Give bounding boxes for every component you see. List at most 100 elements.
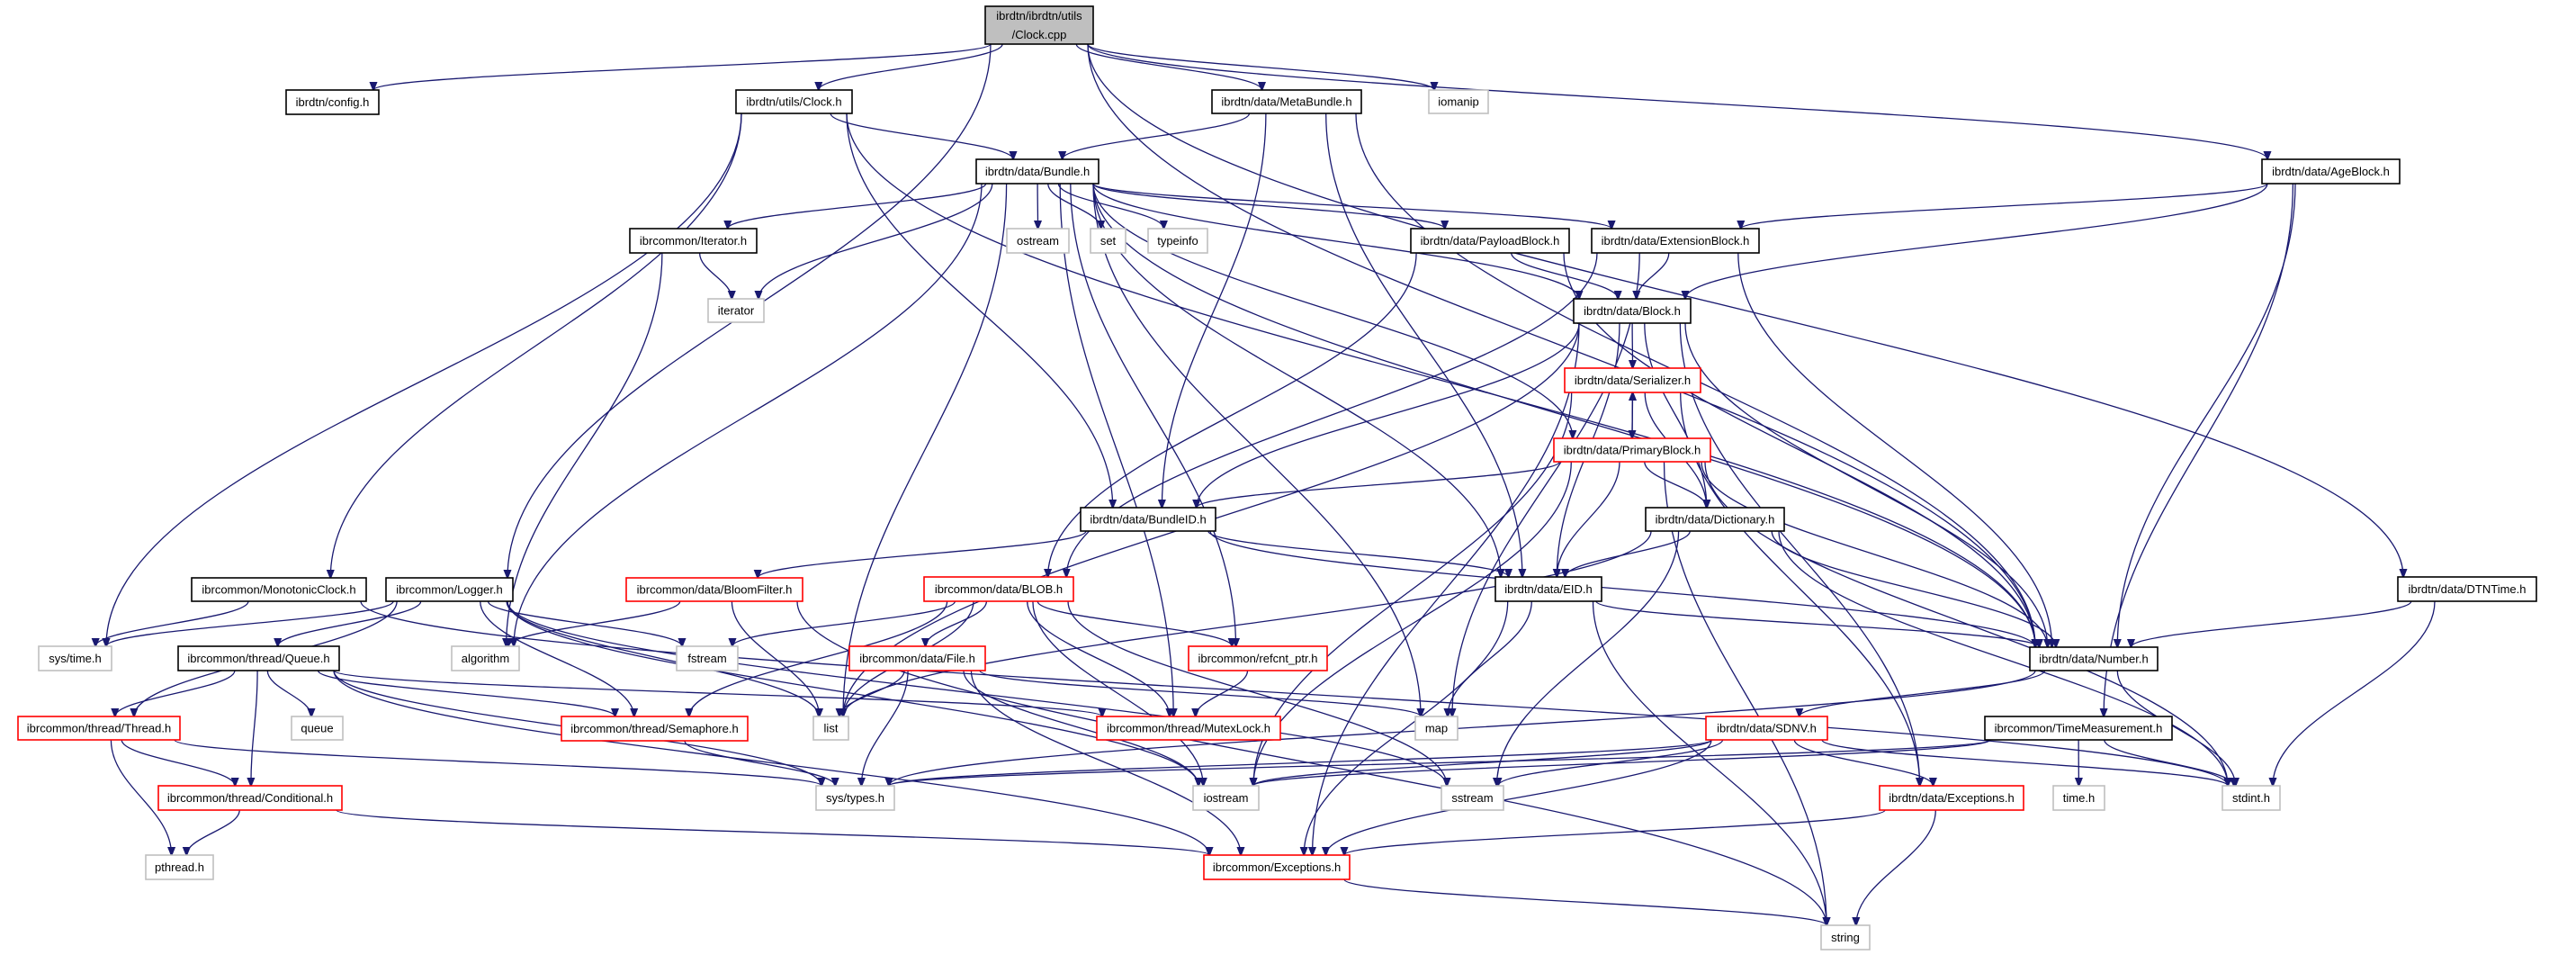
- edge-bundle_h-to-mutexlock_h: [1059, 183, 1173, 716]
- edge-blob_h-to-iostream: [1032, 600, 1203, 786]
- node-box: [1705, 716, 1828, 741]
- node-queue-h[interactable]: ibrcommon/thread/Queue.h: [177, 645, 340, 671]
- edge-clock_cpp-to-clock_h: [819, 43, 1003, 90]
- edge-number_h-to-systypes_h: [889, 670, 2036, 786]
- edge-thread_h-to-conditional_h: [121, 739, 235, 786]
- node-box: [1820, 924, 1871, 950]
- edge-conditional_h-to-common_exceptions_h: [336, 809, 1209, 855]
- node-monotonicclock-h[interactable]: ibrcommon/MonotonicClock.h: [191, 577, 367, 602]
- node-label: ibrdtn/data/MetaBundle.h: [1221, 95, 1351, 109]
- node-label: ibrcommon/Exceptions.h: [1213, 860, 1341, 874]
- node-sdnv-h[interactable]: ibrdtn/data/SDNV.h: [1705, 716, 1828, 741]
- node-label: ibrdtn/data/Number.h: [2039, 653, 2148, 666]
- node-dictionary-h[interactable]: ibrdtn/data/Dictionary.h: [1645, 507, 1785, 532]
- node-map: map: [1414, 716, 1459, 741]
- node-extensionblock-h[interactable]: ibrdtn/data/ExtensionBlock.h: [1591, 228, 1760, 254]
- edge-clock_cpp-to-iomanip: [1087, 43, 1434, 90]
- edge-bundle_h-to-refcnt_ptr_h: [1070, 183, 1236, 646]
- edge-eid_h-to-string: [1592, 600, 1827, 925]
- node-primaryblock-h[interactable]: ibrdtn/data/PrimaryBlock.h: [1553, 437, 1711, 463]
- node-number-h[interactable]: ibrdtn/data/Number.h: [2029, 646, 2159, 671]
- node-clock-cpp[interactable]: ibrdtn/ibrdtn/utils/Clock.cpp: [984, 5, 1094, 45]
- node-iterator-h[interactable]: ibrcommon/Iterator.h: [629, 228, 758, 254]
- node-box: [629, 228, 758, 254]
- node-label: ibrcommon/data/BloomFilter.h: [637, 583, 793, 597]
- edge-primaryblock_h-to-iostream: [1253, 461, 1572, 786]
- node-label: ibrcommon/thread/Conditional.h: [167, 791, 333, 805]
- node-label: ibrdtn/config.h: [296, 95, 370, 109]
- node-box: [191, 577, 367, 602]
- node-config-h[interactable]: ibrdtn/config.h: [285, 89, 380, 115]
- edge-bundle_h-to-number_h: [1092, 183, 2035, 647]
- edge-block_h-to-dictionary_h: [1644, 322, 1707, 508]
- edge-extensionblock_h-to-block_h: [1637, 252, 1670, 299]
- node-conditional-h[interactable]: ibrcommon/thread/Conditional.h: [157, 785, 343, 811]
- node-box: [1006, 228, 1070, 254]
- edge-extensionblock_h-to-map: [1452, 252, 1640, 716]
- node-block-h[interactable]: ibrdtn/data/Block.h: [1573, 298, 1692, 324]
- edge-sdnv_h-to-iostream: [1253, 739, 1712, 786]
- edge-primaryblock_h-to-bundleid_h: [1197, 461, 1560, 508]
- edge-eid_h-to-common_exceptions_h: [1304, 600, 1509, 855]
- edge-timemeasurement_h-to-iostream: [1253, 739, 1991, 786]
- edge-number_h-to-sdnv_h: [1800, 670, 2046, 716]
- node-box: [1591, 228, 1760, 254]
- node-logger-h[interactable]: ibrcommon/Logger.h: [385, 577, 514, 602]
- node-semaphore-h[interactable]: ibrcommon/thread/Semaphore.h: [561, 716, 749, 742]
- node-algorithm: algorithm: [451, 645, 520, 671]
- node-common-exceptions-h[interactable]: ibrcommon/Exceptions.h: [1203, 854, 1351, 880]
- edge-queue_h-to-conditional_h: [251, 670, 258, 786]
- node-metabundle-h[interactable]: ibrdtn/data/MetaBundle.h: [1211, 89, 1362, 114]
- node-serializer-h[interactable]: ibrdtn/data/Serializer.h: [1564, 367, 1701, 393]
- node-blob-h[interactable]: ibrcommon/data/BLOB.h: [923, 576, 1074, 602]
- edge-logger_h-to-list: [506, 600, 819, 716]
- node-box: [38, 645, 112, 671]
- edge-conditional_h-to-pthread_h: [186, 809, 240, 855]
- edge-ageblock_h-to-block_h: [1685, 183, 2268, 299]
- edge-timemeasurement_h-to-systypes_h: [889, 739, 1991, 786]
- node-string: string: [1820, 924, 1871, 950]
- node-bloomfilter-h[interactable]: ibrcommon/data/BloomFilter.h: [625, 577, 803, 602]
- node-bundle-h[interactable]: ibrdtn/data/Bundle.h: [975, 158, 1100, 185]
- node-label: fstream: [687, 652, 726, 665]
- edge-file_h-to-list: [839, 670, 905, 716]
- node-box: [1188, 645, 1328, 671]
- node-box: [1147, 228, 1208, 254]
- edge-logger_h-to-queue_h: [278, 600, 422, 646]
- node-eid-h[interactable]: ibrdtn/data/EID.h: [1494, 576, 1602, 602]
- edge-clock_cpp-to-metabundle_h: [1075, 43, 1261, 90]
- node-mutexlock-h[interactable]: ibrcommon/thread/MutexLock.h: [1096, 716, 1281, 741]
- node-box: [1410, 228, 1570, 254]
- node-bundleid-h[interactable]: ibrdtn/data/BundleID.h: [1080, 507, 1216, 532]
- node-label: iomanip: [1438, 95, 1479, 109]
- node-timemeasurement-h[interactable]: ibrcommon/TimeMeasurement.h: [1984, 716, 2173, 741]
- edge-refcnt_ptr_h-to-mutexlock_h: [1196, 670, 1249, 716]
- node-label: algorithm: [462, 652, 509, 665]
- edge-thread_h-to-systypes_h: [174, 739, 821, 786]
- edge-common_exceptions_h-to-string: [1343, 878, 1827, 925]
- node-file-h[interactable]: ibrcommon/data/File.h: [848, 645, 986, 671]
- node-iostream: iostream: [1192, 785, 1260, 811]
- node-dtntime-h[interactable]: ibrdtn/data/DTNTime.h: [2397, 576, 2537, 602]
- node-ostream: ostream: [1006, 228, 1070, 254]
- node-systypes-h: sys/types.h: [815, 785, 895, 811]
- node-box: [1428, 89, 1489, 114]
- edge-bundle_h-to-algorithm: [514, 183, 983, 646]
- node-ageblock-h[interactable]: ibrdtn/data/AgeBlock.h: [2261, 158, 2401, 185]
- node-label: iostream: [1204, 791, 1249, 805]
- node-label: sys/time.h: [49, 652, 102, 665]
- node-box: [1192, 785, 1260, 811]
- node-box: [1984, 716, 2173, 741]
- node-payloadblock-h[interactable]: ibrdtn/data/PayloadBlock.h: [1410, 228, 1570, 254]
- edge-ageblock_h-to-extensionblock_h: [1741, 183, 2268, 229]
- node-box: [157, 785, 343, 811]
- node-label: ibrcommon/TimeMeasurement.h: [1995, 722, 2163, 735]
- node-thread-h[interactable]: ibrcommon/thread/Thread.h: [17, 716, 181, 741]
- node-label: ibrcommon/thread/Semaphore.h: [570, 722, 738, 735]
- node-clock-h[interactable]: ibrdtn/utils/Clock.h: [735, 89, 853, 114]
- node-box: [975, 158, 1100, 185]
- edge-file_h-to-iostream: [963, 670, 1198, 786]
- node-label: ibrdtn/data/SDNV.h: [1717, 722, 1817, 735]
- node-dtn-exceptions-h[interactable]: ibrdtn/data/Exceptions.h: [1879, 785, 2024, 811]
- node-refcnt-ptr-h[interactable]: ibrcommon/refcnt_ptr.h: [1188, 645, 1328, 671]
